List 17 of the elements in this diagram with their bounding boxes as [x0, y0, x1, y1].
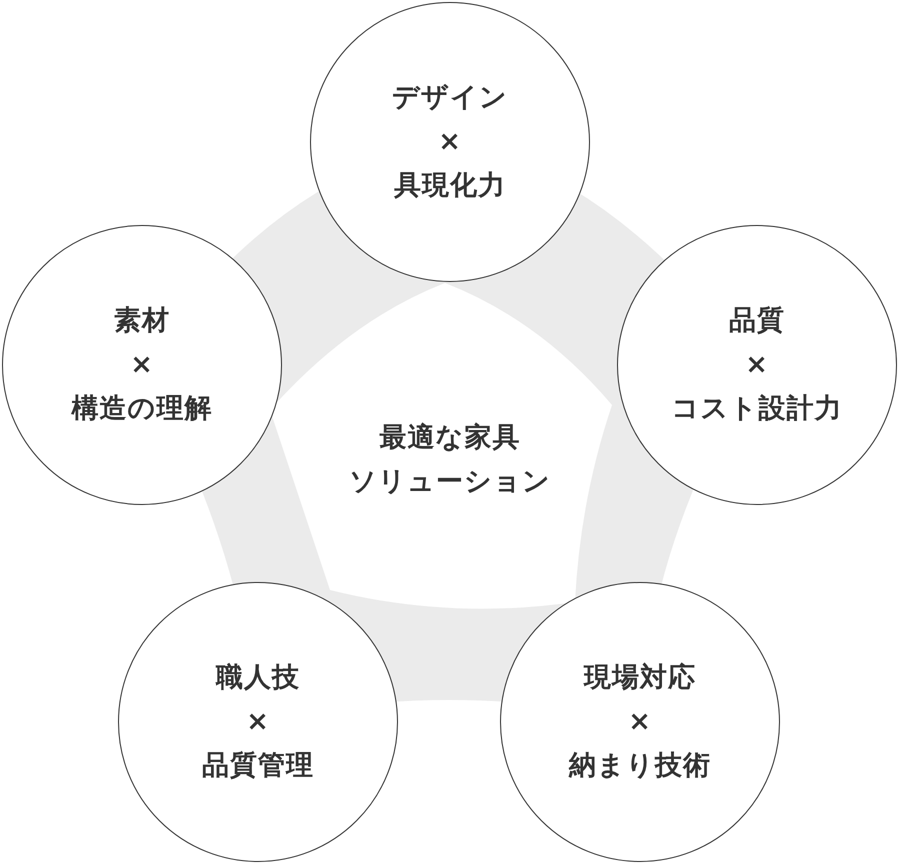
node-label: 素材 — [114, 304, 170, 338]
node-label: × — [628, 705, 652, 739]
node-label: 納まり技術 — [569, 749, 711, 783]
node-label: 構造の理解 — [72, 392, 212, 426]
node-label: 現場対応 — [584, 661, 696, 695]
node-label: 具現化力 — [394, 169, 506, 203]
node-label: 最適な家具 — [380, 421, 520, 455]
node-label: 職人技 — [216, 661, 300, 695]
node-label: コスト設計力 — [672, 392, 842, 426]
node-label: 品質 — [729, 304, 785, 338]
node-label: × — [246, 705, 270, 739]
node-label: ソリューション — [349, 465, 551, 499]
node-label: 品質管理 — [202, 749, 314, 783]
node-label: × — [130, 348, 154, 382]
node-label: デザイン — [392, 81, 508, 115]
node-label: × — [438, 125, 462, 159]
node-label: × — [745, 348, 769, 382]
